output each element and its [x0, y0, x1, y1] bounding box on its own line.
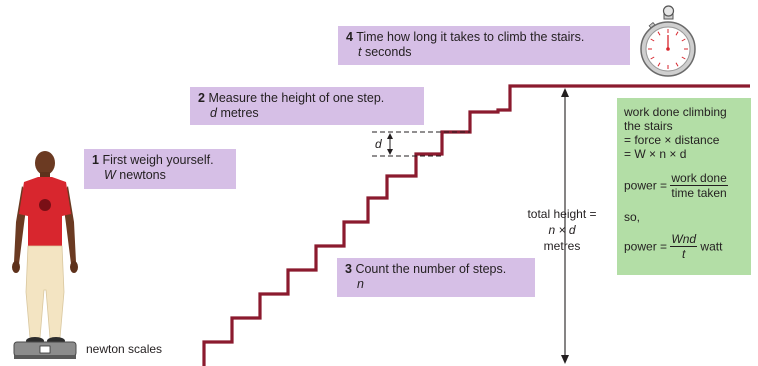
- callout-time-line1: 4 Time how long it takes to climb the st…: [346, 30, 622, 45]
- total-height-line3: metres: [514, 238, 610, 254]
- step-height-arrowhead-down: [387, 149, 393, 155]
- formula-box: work done climbing the stairs = force × …: [617, 98, 751, 275]
- callout-time-unit: seconds: [365, 45, 412, 59]
- callout-step-height-line2: d metres: [198, 106, 416, 121]
- fraction-1-numerator: work done: [670, 171, 727, 186]
- step-height-label: d: [375, 137, 382, 151]
- total-height-label: total height = n × d metres: [514, 206, 610, 254]
- total-height-arrowhead-down: [561, 355, 569, 364]
- callout-weigh-text: First weigh yourself.: [102, 153, 213, 167]
- callout-count: 3 Count the number of steps. n: [337, 258, 535, 297]
- fraction-1-denominator: time taken: [670, 186, 727, 200]
- callout-step-height-var: d: [210, 106, 217, 120]
- callout-step-height-text: Measure the height of one step.: [208, 91, 384, 105]
- formula-line3: = force × distance: [624, 133, 745, 147]
- power-label-2: power =: [624, 240, 667, 254]
- fraction-2-numerator: Wnd: [670, 232, 697, 247]
- callout-weigh-number: 1: [92, 153, 99, 167]
- formula-so: so,: [624, 210, 745, 224]
- callout-step-height-line1: 2 Measure the height of one step.: [198, 91, 416, 106]
- callout-weigh: 1 First weigh yourself. W newtons: [84, 149, 236, 189]
- power-formula-2: power = Wnd t watt: [624, 232, 745, 261]
- callout-step-height: 2 Measure the height of one step. d metr…: [190, 87, 424, 125]
- callout-count-line1: 3 Count the number of steps.: [345, 262, 527, 277]
- total-height-line1: total height =: [514, 206, 610, 222]
- power-fraction-2: Wnd t: [670, 232, 697, 261]
- step-height-arrowhead-up: [387, 133, 393, 139]
- person-figure: [12, 151, 78, 345]
- newton-scales-label: newton scales: [86, 342, 162, 356]
- callout-weigh-line1: 1 First weigh yourself.: [92, 153, 228, 168]
- power-fraction-1: work done time taken: [670, 171, 727, 200]
- fraction-2-denominator: t: [670, 247, 697, 261]
- formula-line4: = W × n × d: [624, 147, 745, 161]
- total-height-line2: n × d: [514, 222, 610, 238]
- callout-weigh-var: W: [104, 168, 116, 182]
- callout-count-text: Count the number of steps.: [355, 262, 506, 276]
- callout-weigh-unit: newtons: [119, 168, 166, 182]
- callout-time-var: t: [358, 45, 361, 59]
- stopwatch-icon: [641, 6, 695, 76]
- callout-step-height-unit: metres: [220, 106, 258, 120]
- callout-weigh-line2: W newtons: [92, 168, 228, 183]
- callout-step-height-number: 2: [198, 91, 205, 105]
- callout-count-var: n: [357, 277, 364, 291]
- power-unit: watt: [700, 240, 722, 254]
- newton-scales-icon: [14, 342, 76, 359]
- formula-line2: the stairs: [624, 119, 745, 133]
- callout-count-line2: n: [345, 277, 527, 292]
- formula-line1: work done climbing: [624, 105, 745, 119]
- callout-count-number: 3: [345, 262, 352, 276]
- total-height-arrowhead-up: [561, 88, 569, 97]
- callout-time-line2: t seconds: [346, 45, 622, 60]
- power-label-1: power =: [624, 179, 667, 193]
- callout-time-number: 4: [346, 30, 353, 44]
- callout-time: 4 Time how long it takes to climb the st…: [338, 26, 630, 65]
- callout-time-text: Time how long it takes to climb the stai…: [356, 30, 584, 44]
- power-formula-1: power = work done time taken: [624, 171, 745, 200]
